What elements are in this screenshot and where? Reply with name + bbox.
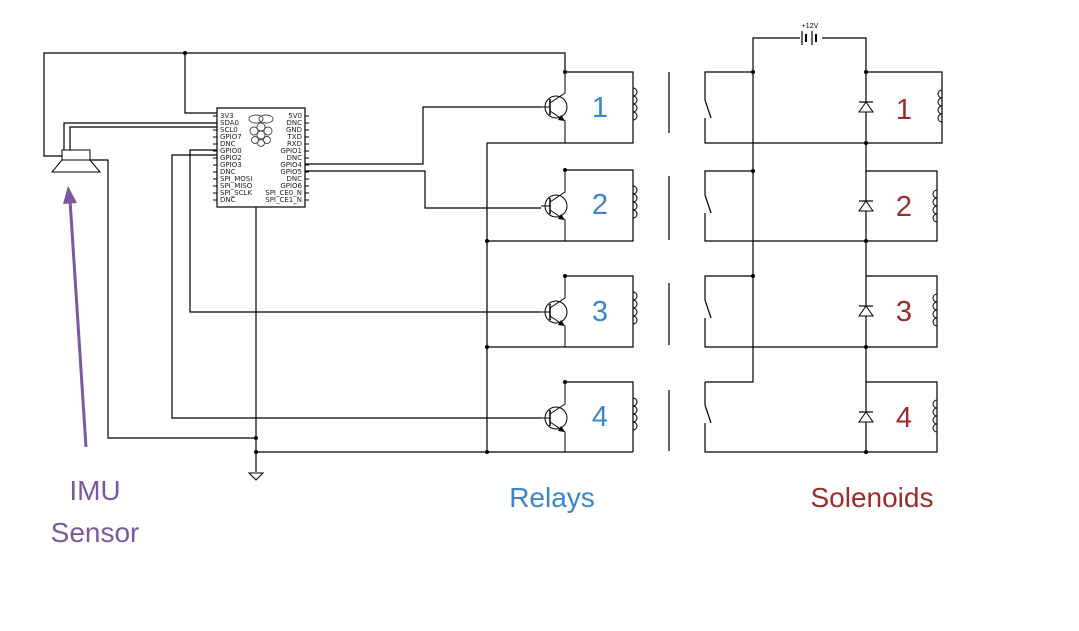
relay-number: 3 xyxy=(592,296,608,328)
imu-sensor-icon xyxy=(50,149,102,173)
pin-label: SPI_MOSI xyxy=(220,175,252,183)
pin-label: GPIO5 xyxy=(280,168,302,176)
imu-label-line2: Sensor xyxy=(51,517,140,548)
pin-label: GPIO6 xyxy=(280,182,302,190)
pin-label: GPIO2 xyxy=(220,154,242,162)
pin-label: DNC xyxy=(286,119,302,127)
pin-label: GPIO4 xyxy=(280,161,302,169)
pin-label: DNC xyxy=(220,196,236,204)
imu-label-line1: IMU xyxy=(69,475,120,506)
pin-label: DNC xyxy=(220,140,236,148)
pin-label: 3V3 xyxy=(220,112,234,120)
solenoid-number: 3 xyxy=(896,296,912,328)
control-wiring xyxy=(43,52,633,472)
relays-label: Relays xyxy=(509,482,595,513)
pin-label: GPIO1 xyxy=(280,147,302,155)
relay-stage-4 xyxy=(541,381,638,452)
pin-label: DNC xyxy=(286,154,302,162)
pin-label: SCL0 xyxy=(220,126,238,134)
relay-stage-1 xyxy=(487,71,638,144)
supply-rail xyxy=(705,72,754,383)
pin-label: SDA0 xyxy=(220,119,239,127)
solenoids-label: Solenoids xyxy=(811,482,934,513)
supply-branch-2 xyxy=(704,170,753,195)
pin-label: RXD xyxy=(287,140,302,148)
solenoid-stage-4 xyxy=(704,381,938,453)
solenoid-stage-2 xyxy=(704,170,938,242)
solenoid-numbers: 1 2 3 4 xyxy=(896,94,912,434)
pin-label: GND xyxy=(286,126,302,134)
pin-label: GPIO3 xyxy=(220,161,242,169)
solenoid-stage-3 xyxy=(704,275,938,348)
pin-label: SPI_SCLK xyxy=(220,189,252,197)
pin-label: TXD xyxy=(287,133,302,141)
pin-label: GPIO0 xyxy=(220,147,242,155)
solenoid-number: 2 xyxy=(896,191,912,223)
supply-branch-3 xyxy=(704,275,753,300)
pin-label: DNC xyxy=(286,175,302,183)
relay-stage-3 xyxy=(487,275,638,348)
relay-number: 2 xyxy=(592,189,608,221)
battery-icon: +12V xyxy=(752,23,867,452)
pin-label: GPIO7 xyxy=(220,133,242,141)
pin-label: SPI_MISO xyxy=(220,182,253,190)
raspberry-logo-icon xyxy=(248,114,274,147)
raspberry-pi-board: 3V3 SDA0 SCL0 GPIO7 DNC GPIO0 GPIO2 GPIO… xyxy=(213,107,309,208)
pi-left-pins: 3V3 SDA0 SCL0 GPIO7 DNC GPIO0 GPIO2 GPIO… xyxy=(220,112,253,204)
solenoid-number: 4 xyxy=(896,402,912,434)
pin-label: SPI_CE1_N xyxy=(265,196,302,204)
imu-arrow xyxy=(63,186,88,448)
pin-label: DNC xyxy=(220,168,236,176)
supply-branch-1 xyxy=(704,71,753,100)
battery-label: +12V xyxy=(802,23,819,30)
relay-number: 4 xyxy=(592,401,608,433)
relay-stage-2 xyxy=(487,169,638,242)
pin-label: SPI_CE0_N xyxy=(265,189,302,197)
relay-numbers: 1 2 3 4 xyxy=(592,92,608,433)
solenoid-stage-1 xyxy=(704,71,943,144)
pi-right-pins: 5V0 DNC GND TXD RXD GPIO1 DNC GPIO4 GPIO… xyxy=(265,112,302,204)
solenoid-number: 1 xyxy=(896,94,912,126)
ground-icon xyxy=(247,472,265,481)
relay-number: 1 xyxy=(592,92,608,124)
pin-label: 5V0 xyxy=(288,112,302,120)
